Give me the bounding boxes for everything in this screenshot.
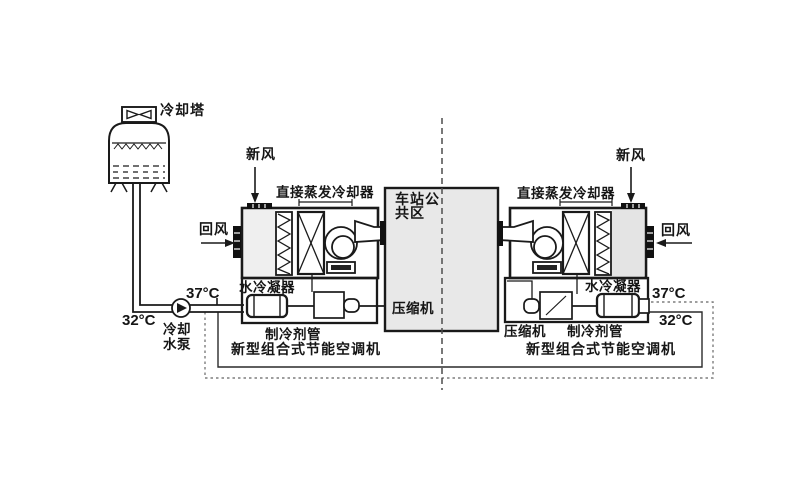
station-area-label-line2: 共区	[395, 205, 425, 221]
return-air-arrow	[201, 239, 235, 247]
pump-label-line2: 水泵	[163, 337, 191, 352]
cooling-water-pipe	[132, 183, 244, 313]
return-air-label-right: 回风	[661, 222, 691, 238]
fresh-air-label-left: 新风	[246, 146, 276, 162]
evap-cooler-label-left: 直接蒸发冷却器	[276, 185, 374, 200]
fresh-air-damper-icon	[247, 203, 272, 209]
right-condensing-section	[503, 276, 650, 324]
evaporative-cooler-icon	[561, 210, 591, 276]
condenser-icon	[595, 292, 650, 319]
fan-icon	[324, 219, 386, 274]
fresh-air-arrow	[251, 167, 259, 203]
left-ahu	[233, 203, 386, 296]
left-condensing-section	[240, 276, 385, 325]
pump-label-line1: 冷却	[163, 322, 191, 337]
left-mixing-chamber	[244, 210, 275, 276]
cooling-tower-label: 冷却塔	[160, 102, 205, 118]
condenser-label-right: 水冷凝器	[585, 279, 641, 294]
filter-icon	[275, 211, 293, 276]
temp-32-right: 32°C	[659, 312, 693, 329]
condenser-label-left: 水冷凝器	[239, 280, 295, 295]
evap-cooler-label-right: 直接蒸发冷却器	[517, 186, 615, 201]
fan-icon	[498, 219, 564, 274]
compressor-icon	[523, 291, 573, 320]
fresh-air-label-right: 新风	[616, 147, 646, 163]
cooling-tower-icon	[108, 106, 170, 193]
evaporative-cooler-icon	[296, 210, 326, 276]
water-loop-outer	[204, 301, 714, 379]
compressor-icon	[313, 291, 360, 319]
fresh-air-arrow	[627, 167, 635, 203]
duct-flange	[497, 221, 503, 246]
return-air-damper-icon	[233, 226, 241, 258]
temp-32-left: 32°C	[122, 312, 156, 329]
water-loop-inner	[217, 311, 703, 368]
ac-unit-label-right: 新型组合式节能空调机	[526, 341, 676, 357]
return-air-label-left: 回风	[199, 221, 229, 237]
refrigerant-pipe-label-right: 制冷剂管	[567, 324, 623, 339]
temp-37-left: 37°C	[186, 285, 220, 302]
label-leader	[559, 199, 613, 206]
return-air-damper-icon	[646, 226, 654, 258]
condenser-icon	[245, 293, 289, 319]
duct-flange	[380, 221, 386, 245]
filter-icon	[594, 211, 612, 276]
refrigerant-pipe-label-left: 制冷剂管	[265, 327, 321, 342]
compressor-label-middle: 压缩机	[392, 301, 434, 316]
temp-37-right: 37°C	[652, 285, 686, 302]
station-area-label-line1: 车站公	[395, 191, 440, 207]
right-ahu	[498, 203, 654, 294]
compressor-label-right: 压缩机	[504, 324, 546, 339]
ac-unit-label-left: 新型组合式节能空调机	[231, 341, 381, 357]
fresh-air-damper-icon	[621, 203, 645, 209]
return-air-arrow	[656, 239, 692, 247]
label-leader	[298, 199, 353, 206]
pump-icon	[171, 298, 191, 318]
right-mixing-chamber	[612, 210, 644, 276]
